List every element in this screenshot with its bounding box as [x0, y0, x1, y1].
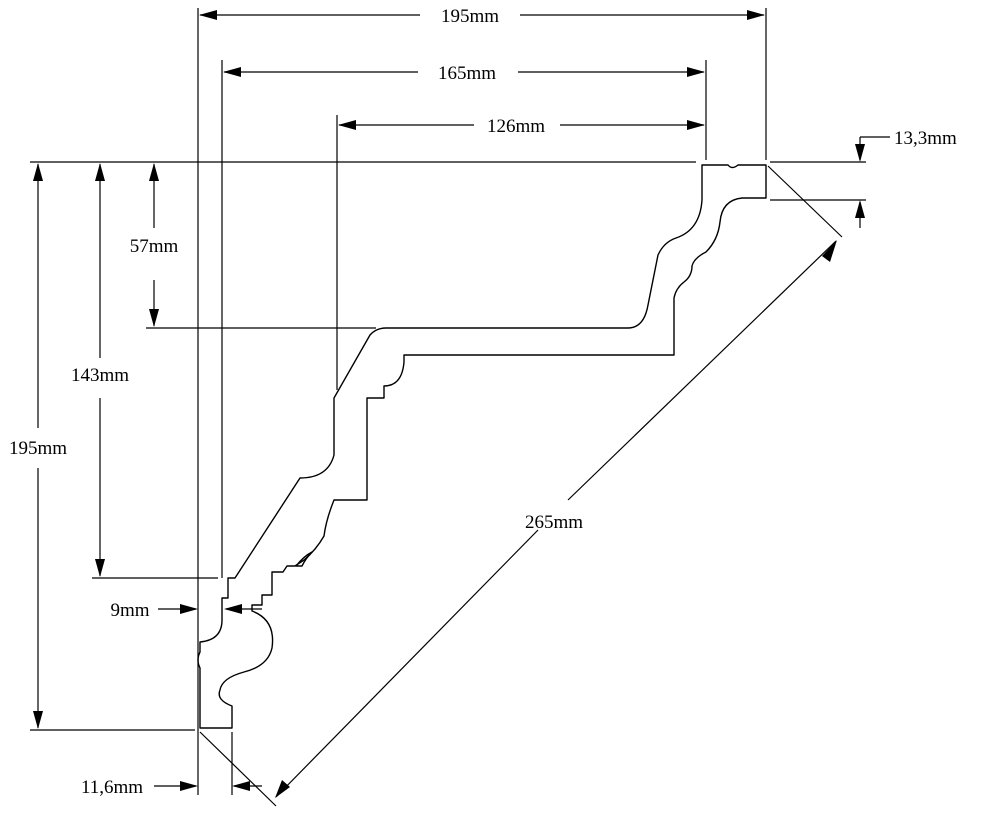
label-diagonal: 265mm [525, 512, 583, 533]
dim-projection-126: 126mm [338, 116, 705, 137]
label-overall-width: 195mm [441, 6, 499, 27]
cornice-profile [197, 164, 767, 729]
label-height-143: 143mm [71, 365, 129, 386]
label-top-edge: 13,3mm [894, 128, 957, 149]
label-height-57: 57mm [130, 236, 179, 257]
dim-height-57: 57mm [130, 163, 179, 327]
label-projection-126: 126mm [487, 116, 545, 137]
profile-outer-edge [197, 164, 767, 729]
dim-projection-165: 165mm [223, 63, 705, 84]
profile-drip-detail [295, 551, 313, 567]
dim-top-edge: 13,3mm [855, 128, 957, 228]
label-bottom-edge: 11,6mm [81, 777, 143, 798]
dim-diagonal: 265mm [275, 240, 837, 798]
dim-bottom-edge: 11,6mm [81, 777, 262, 798]
dim-overall-width: 195mm [199, 6, 765, 27]
dim-height-143: 143mm [71, 163, 129, 577]
label-overall-height: 195mm [9, 438, 67, 459]
dim-wall-offset: 9mm [110, 600, 262, 621]
extension-lines [30, 8, 866, 807]
label-projection-165: 165mm [438, 63, 496, 84]
label-wall-offset: 9mm [110, 600, 149, 621]
dim-overall-height: 195mm [9, 163, 67, 729]
